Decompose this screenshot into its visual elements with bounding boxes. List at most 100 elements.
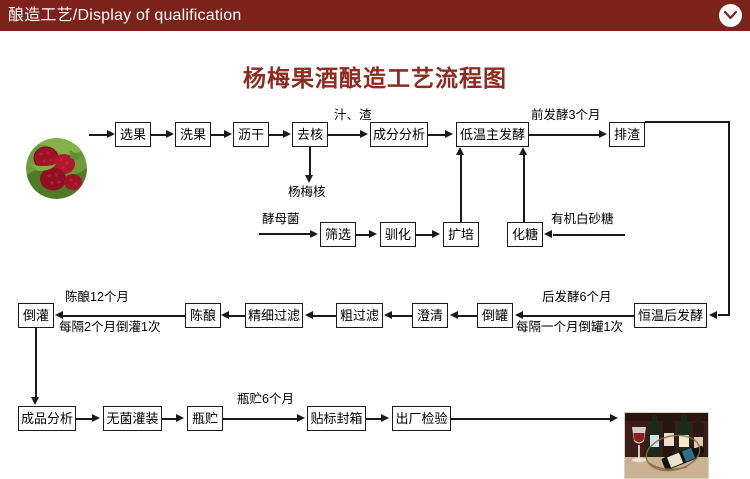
page-title: 酿造工艺/Display of qualification bbox=[8, 7, 242, 24]
node-label: 精细过滤 bbox=[247, 308, 300, 323]
connector bbox=[529, 134, 600, 136]
node-daoguan-rack[interactable]: 倒灌 bbox=[18, 303, 54, 328]
arrow-left-icon bbox=[709, 311, 717, 319]
node-label: 化糖 bbox=[511, 227, 538, 242]
node-shaixuan[interactable]: 筛选 bbox=[320, 222, 356, 247]
node-jingxiguolv[interactable]: 精细过滤 bbox=[245, 303, 303, 328]
node-label: 出厂检验 bbox=[395, 411, 448, 426]
node-label: 排渣 bbox=[613, 127, 640, 142]
node-label: 瓶贮 bbox=[191, 411, 218, 426]
node-xunhua[interactable]: 驯化 bbox=[380, 222, 416, 247]
chevron-down-icon[interactable] bbox=[719, 4, 742, 27]
connector bbox=[645, 121, 730, 124]
node-label: 去核 bbox=[296, 127, 323, 142]
node-label: 扩培 bbox=[447, 227, 474, 242]
node-label: 成品分析 bbox=[20, 411, 73, 426]
node-quhe[interactable]: 去核 bbox=[292, 122, 328, 147]
node-label: 倒罐 bbox=[481, 308, 508, 323]
node-wujunguanzhuang[interactable]: 无菌灌装 bbox=[103, 406, 162, 431]
node-chenniang[interactable]: 陈酿 bbox=[185, 303, 221, 328]
arrow-right-icon bbox=[283, 130, 291, 138]
node-label: 选果 bbox=[119, 127, 146, 142]
connector bbox=[162, 418, 177, 420]
bayberry-fruit-photo bbox=[26, 138, 87, 199]
arrow-up-icon bbox=[456, 147, 464, 155]
node-label: 粗过滤 bbox=[339, 308, 379, 323]
connector bbox=[89, 134, 109, 136]
node-chengpinfenxi[interactable]: 成品分析 bbox=[18, 406, 76, 431]
arrow-right-icon bbox=[599, 130, 607, 138]
arrow-down-icon bbox=[305, 175, 313, 183]
arrow-right-icon bbox=[432, 230, 440, 238]
connector bbox=[392, 315, 412, 317]
node-label: 倒灌 bbox=[22, 308, 49, 323]
node-label: 洗果 bbox=[179, 127, 206, 142]
connector bbox=[229, 315, 245, 317]
node-huatang[interactable]: 化糖 bbox=[507, 222, 543, 247]
node-chengfenfenxi[interactable]: 成分分析 bbox=[370, 122, 428, 147]
arrow-left-icon bbox=[221, 311, 229, 319]
arrow-right-icon bbox=[369, 230, 377, 238]
arrow-right-icon bbox=[445, 130, 453, 138]
connector bbox=[356, 234, 370, 236]
node-paizha[interactable]: 排渣 bbox=[609, 122, 645, 147]
connector bbox=[416, 234, 432, 236]
connector bbox=[269, 134, 284, 136]
node-ligan[interactable]: 沥干 bbox=[233, 122, 269, 147]
arrow-left-icon bbox=[384, 311, 392, 319]
node-xuanguo[interactable]: 选果 bbox=[115, 122, 151, 147]
page-header: 酿造工艺/Display of qualification bbox=[0, 0, 750, 31]
label-youjibaishatang: 有机白砂糖 bbox=[551, 212, 614, 226]
connector bbox=[63, 315, 185, 317]
arrow-right-icon bbox=[297, 414, 305, 422]
arrow-right-icon bbox=[381, 414, 389, 422]
connector bbox=[151, 134, 167, 136]
connector bbox=[728, 121, 731, 316]
label-zhi-zha: 汁、渣 bbox=[334, 108, 372, 122]
connector bbox=[211, 134, 225, 136]
node-chuchangjianyan[interactable]: 出厂检验 bbox=[392, 406, 451, 431]
connector bbox=[451, 418, 611, 420]
label-qianfajiao: 前发酵3个月 bbox=[531, 108, 601, 122]
node-tiebiaofengxiang[interactable]: 贴标封箱 bbox=[307, 406, 366, 431]
arrow-up-icon bbox=[519, 147, 527, 155]
arrow-right-icon bbox=[92, 414, 100, 422]
connector bbox=[259, 233, 311, 235]
connector bbox=[460, 155, 462, 222]
connector bbox=[309, 147, 311, 177]
connector bbox=[458, 315, 477, 317]
label-daoguanyigeyue: 每隔一个月倒罐1次 bbox=[516, 320, 623, 334]
arrow-right-icon bbox=[224, 130, 232, 138]
arrow-right-icon bbox=[360, 130, 368, 138]
node-daoguan-tank[interactable]: 倒罐 bbox=[477, 303, 513, 328]
arrow-right-icon bbox=[176, 414, 184, 422]
node-label: 低温主发酵 bbox=[459, 127, 525, 142]
label-daoguan2geyue: 每隔2个月倒灌1次 bbox=[59, 320, 161, 334]
connector bbox=[553, 234, 625, 236]
node-pingzhu[interactable]: 瓶贮 bbox=[187, 406, 223, 431]
node-label: 驯化 bbox=[384, 227, 411, 242]
arrow-right-icon bbox=[310, 230, 318, 238]
arrow-right-icon bbox=[166, 130, 174, 138]
node-cuguolv[interactable]: 粗过滤 bbox=[336, 303, 383, 328]
node-kuopei[interactable]: 扩培 bbox=[443, 222, 479, 247]
node-hengwenhoufajiao[interactable]: 恒温后发酵 bbox=[634, 303, 707, 328]
node-label: 贴标封箱 bbox=[310, 411, 363, 426]
node-xiguo[interactable]: 洗果 bbox=[175, 122, 211, 147]
node-label: 无菌灌装 bbox=[106, 411, 159, 426]
connector bbox=[313, 315, 336, 317]
arrow-left-icon bbox=[55, 311, 63, 319]
connector bbox=[428, 134, 446, 136]
connector bbox=[328, 134, 361, 136]
arrow-right-icon bbox=[610, 414, 618, 422]
wine-bottles-photo bbox=[624, 412, 709, 479]
label-jiaomujun: 酵母菌 bbox=[262, 212, 300, 226]
node-chengqing[interactable]: 澄清 bbox=[412, 303, 448, 328]
label-houfajiao6: 后发酵6个月 bbox=[542, 290, 612, 304]
connector bbox=[718, 314, 730, 317]
node-diwenzhufajiao[interactable]: 低温主发酵 bbox=[456, 122, 529, 147]
connector bbox=[76, 418, 93, 420]
label-pingzhu6: 瓶贮6个月 bbox=[237, 392, 294, 406]
node-label: 陈酿 bbox=[189, 308, 216, 323]
arrow-right-icon bbox=[107, 130, 115, 138]
